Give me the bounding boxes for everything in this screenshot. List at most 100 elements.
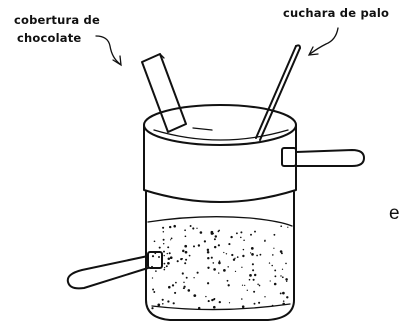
water-dot [287, 226, 289, 228]
water-dot [282, 302, 285, 306]
water-dot [165, 265, 168, 268]
water-bubbles [151, 224, 289, 310]
water-dot [163, 250, 165, 253]
water-dot [234, 257, 236, 259]
water-dot [250, 233, 252, 236]
water-dot [240, 236, 242, 239]
wooden-spoon [255, 44, 301, 141]
water-dot [250, 247, 254, 250]
water-dot [232, 258, 236, 261]
water-dot [286, 296, 289, 299]
spoon-arrow [307, 27, 339, 56]
water-dot [223, 251, 225, 254]
water-dot [189, 225, 192, 227]
water-dot [269, 280, 271, 282]
water-dot [210, 230, 214, 234]
water-dot [268, 262, 271, 264]
water-dot [155, 270, 157, 272]
water-dot [207, 266, 210, 269]
water-dot [253, 273, 257, 277]
water-dot [218, 260, 221, 262]
water-dot [206, 282, 210, 285]
water-dot [241, 298, 243, 300]
water-dot [203, 240, 207, 243]
water-dot [153, 240, 156, 243]
water-dot [184, 262, 187, 265]
water-dot [207, 300, 210, 303]
top-pot [143, 104, 297, 203]
water-dot [163, 268, 166, 271]
water-dot [170, 239, 172, 241]
water-dot [166, 252, 168, 255]
water-dot [196, 271, 199, 274]
water-dot [244, 284, 246, 287]
water-dot [171, 284, 175, 287]
water-dot [249, 252, 252, 254]
water-dot [251, 263, 254, 266]
water-dot [254, 230, 256, 233]
water-dot [173, 224, 176, 228]
water-dot [183, 285, 186, 288]
water-dot [231, 253, 234, 257]
water-dot [258, 301, 261, 304]
water-dot [281, 268, 284, 270]
water-dot [199, 231, 203, 234]
water-dot [258, 284, 261, 287]
water-dot [184, 229, 186, 232]
water-dot [210, 256, 213, 259]
water-dot [167, 300, 170, 303]
water-dot [162, 242, 165, 245]
water-dot [197, 306, 201, 310]
water-dot [169, 256, 173, 260]
water-dot [192, 227, 195, 230]
water-dot [241, 284, 244, 286]
coating-arrow [95, 35, 122, 67]
water-dot [243, 239, 245, 241]
water-dot [193, 294, 197, 297]
water-dot [213, 268, 216, 271]
water-dot [157, 303, 161, 307]
label-coating-line-1: cobertura de [14, 13, 100, 27]
water-dot [242, 254, 245, 258]
water-dot [228, 302, 231, 304]
water-dot [236, 256, 239, 258]
water-dot [273, 233, 276, 236]
water-dot [246, 289, 248, 291]
edge-text-fragment: e [389, 203, 400, 224]
water-dot [223, 269, 226, 272]
water-dot [184, 250, 188, 254]
water-dot [168, 252, 171, 255]
water-jar [145, 191, 295, 321]
water-dot [218, 272, 220, 274]
water-dot [271, 304, 274, 307]
water-dot [162, 303, 164, 305]
water-dot [163, 254, 165, 257]
water-dot [163, 266, 166, 269]
water-dot [248, 278, 251, 281]
water-dot [162, 226, 165, 229]
label-coating-line-2: chocolate [17, 31, 82, 45]
water-dot [264, 296, 266, 298]
water-dot [192, 245, 196, 248]
water-dot [285, 278, 288, 281]
water-dot [196, 227, 198, 229]
water-dot [153, 291, 156, 293]
water-dot [183, 281, 185, 284]
water-dot [151, 307, 154, 310]
water-dot [282, 291, 285, 295]
water-dot [252, 269, 255, 272]
water-dot [206, 250, 210, 254]
water-dot [253, 302, 256, 305]
water-dot [182, 250, 185, 253]
water-dot [163, 262, 166, 265]
water-dot [249, 274, 252, 277]
water-dot [175, 281, 177, 284]
water-dot [252, 278, 255, 281]
water-dot [151, 277, 154, 279]
water-dot [241, 266, 243, 268]
water-dot [181, 272, 184, 275]
water-dot [218, 262, 221, 265]
water-dot [285, 280, 288, 283]
water-dot [279, 250, 283, 253]
